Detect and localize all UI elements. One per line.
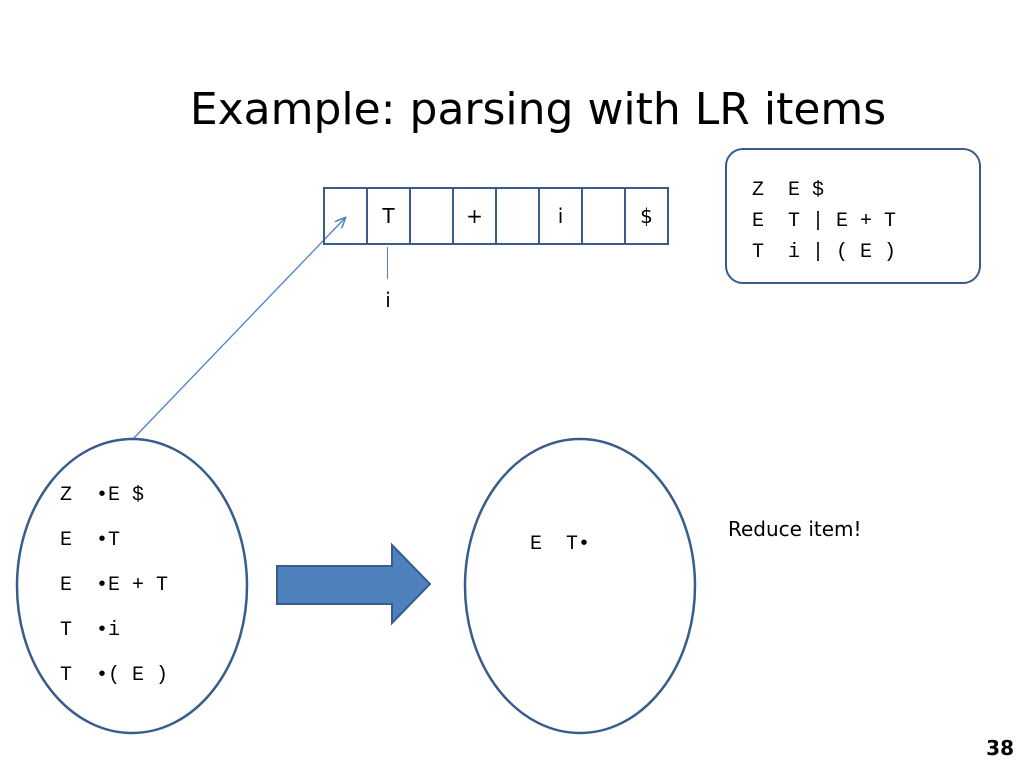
tape-cell	[497, 187, 540, 245]
lr-item: T •i	[60, 619, 121, 642]
reduce-note: Reduce item!	[728, 517, 862, 541]
lr-item: Z •E $	[60, 484, 145, 507]
page-number: 38	[986, 736, 1014, 760]
state-next-items: E T•	[530, 522, 590, 567]
lr-item: E T•	[530, 533, 591, 556]
tape-pointer-label: i	[385, 288, 391, 312]
grammar-box: Z E $ E T | E + T T i | ( E )	[725, 148, 981, 284]
lr-item: E •T	[60, 529, 121, 552]
grammar-rule: E T | E + T	[752, 210, 897, 233]
state-next-ellipse	[463, 437, 697, 735]
lr-item: T •( E )	[60, 664, 169, 687]
state-initial-items: Z •E $ E •T E •E + T T •i T •( E )	[60, 473, 168, 698]
grammar-rule: T i | ( E )	[752, 241, 897, 264]
tape-cell: i	[540, 187, 583, 245]
lr-item: E •E + T	[60, 574, 169, 597]
input-tape: T + i $	[323, 187, 669, 245]
grammar-rule: Z E $	[752, 179, 825, 202]
pointer-arrow	[131, 218, 345, 441]
tape-cell: +	[454, 187, 497, 245]
tape-cell	[583, 187, 626, 245]
transition-arrow	[276, 542, 432, 626]
tape-cell: $	[626, 187, 669, 245]
tape-cell: T	[368, 187, 411, 245]
slide-title: Example: parsing with LR items	[189, 84, 887, 135]
tape-pointer-line	[387, 247, 388, 279]
tape-cell	[325, 187, 368, 245]
tape-cell	[411, 187, 454, 245]
